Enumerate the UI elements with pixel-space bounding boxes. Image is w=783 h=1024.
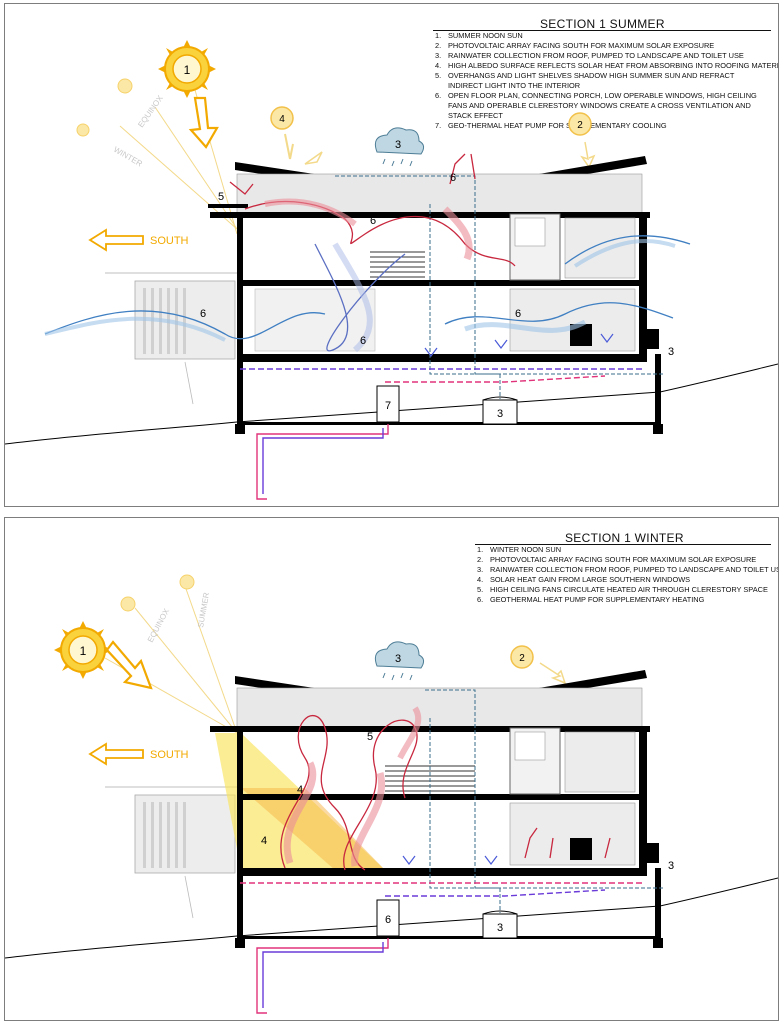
- marker-gain: 4: [261, 835, 267, 847]
- legend-item: 1.WINTER NOON SUN: [477, 545, 562, 554]
- marker-cistern: 3: [497, 408, 503, 420]
- marker-rain: 3: [395, 139, 401, 151]
- legend-item: 2.PHOTOVOLTAIC ARRAY FACING SOUTH FOR MA…: [477, 555, 757, 564]
- winter-label: WINTER: [112, 145, 144, 169]
- summer-label: SUMMER: [196, 592, 211, 629]
- geothermal-unit: [376, 899, 400, 937]
- sun-icon: [158, 40, 216, 98]
- winter-section-drawing: 1 EQUINOX SUMMER SOUTH 2 3: [5, 574, 778, 1014]
- legend-item: 7.GEO-THERMAL HEAT PUMP FOR SUPPLEMENTAR…: [435, 121, 667, 130]
- marker-overhang: 5: [218, 191, 224, 203]
- cistern: [482, 396, 518, 425]
- ground-line: [5, 877, 778, 959]
- ground-loop: [240, 882, 645, 1014]
- legend-item: 1.SUMMER NOON SUN: [435, 31, 523, 40]
- warm-air-flows: [229, 153, 516, 267]
- marker-tank: 3: [668, 860, 674, 872]
- summer-title-rule: [433, 30, 771, 31]
- legend-item: 6.GEOTHERMAL HEAT PUMP FOR SUPPLEMENTARY…: [477, 595, 705, 604]
- summer-legend: 1.SUMMER NOON SUN 2.PHOTOVOLTAIC ARRAY F…: [435, 31, 779, 131]
- legend-item: 3.RAINWATER COLLECTION FROM ROOF, PUMPED…: [435, 51, 744, 60]
- marker-rain: 3: [395, 653, 401, 665]
- reflect-arrow: [304, 151, 323, 165]
- legend-item: 6.OPEN FLOOR PLAN, CONNECTING PORCH, LOW…: [435, 91, 757, 120]
- warm-air-flows: [280, 706, 611, 871]
- marker-vent: 6: [450, 172, 456, 184]
- cistern: [482, 910, 518, 939]
- marker-cistern: 3: [497, 922, 503, 934]
- equinox-label: EQUINOX: [136, 93, 165, 129]
- winter-legend: 1.WINTER NOON SUN 2.PHOTOVOLTAIC ARRAY F…: [477, 545, 779, 605]
- pv-ray: [580, 141, 596, 169]
- rainwater-duct: [425, 689, 665, 913]
- building-structure: [208, 156, 663, 434]
- ground-loop: [240, 368, 645, 500]
- pv-sun-icon: [510, 645, 534, 669]
- cloud-rain-icon: [374, 127, 425, 167]
- solar-heat-gain-core: [241, 788, 385, 870]
- marker-albedo: 4: [279, 114, 285, 125]
- legend-item: 2.PHOTOVOLTAIC ARRAY FACING SOUTH FOR MA…: [435, 41, 715, 50]
- sun-ray-arrow: [188, 96, 219, 149]
- porch: [105, 272, 237, 405]
- section-summer-panel: SECTION 1 SUMMER 1.SUMMER NOON SUN 2.PHO…: [4, 3, 779, 507]
- cloud-rain-icon: [374, 641, 425, 681]
- marker-pv: 2: [577, 120, 583, 131]
- legend-item: 4.HIGH ALBEDO SURFACE REFLECTS SOLAR HEA…: [435, 61, 779, 70]
- ground-line: [5, 363, 778, 445]
- south-label: SOUTH: [150, 235, 189, 247]
- marker-vent: 6: [515, 308, 521, 320]
- ceiling-fans: [424, 333, 614, 357]
- sun-icon: [54, 621, 112, 679]
- marker-pv: 2: [519, 653, 525, 664]
- marker-geo: 6: [385, 914, 391, 926]
- section-winter-panel: SECTION 1 WINTER 1.WINTER NOON SUN 2.PHO…: [4, 517, 779, 1021]
- arrow-south-icon: [88, 742, 144, 766]
- marker-fan: 5: [367, 731, 373, 743]
- pv-sun-icon: [568, 112, 592, 136]
- cool-air-flows: [44, 235, 691, 353]
- marker-vent: 6: [200, 308, 206, 320]
- marker-gain: 4: [297, 784, 303, 796]
- legend-item: 4.SOLAR HEAT GAIN FROM LARGE SOUTHERN WI…: [477, 575, 691, 584]
- sun-icon: [76, 78, 133, 137]
- ceiling-fans: [402, 855, 498, 865]
- sun-ray-arrow: [105, 640, 153, 690]
- legend-item: 3.RAINWATER COLLECTION FROM ROOF, PUMPED…: [477, 565, 779, 574]
- pv-ray: [539, 662, 567, 685]
- winter-title: SECTION 1 WINTER: [565, 531, 684, 545]
- marker-tank: 3: [668, 346, 674, 358]
- porch: [105, 786, 237, 919]
- summer-title: SECTION 1 SUMMER: [540, 17, 665, 31]
- porch-louvers: [143, 802, 186, 868]
- legend-item: 5.HIGH CEILING FANS CIRCULATE HEATED AIR…: [477, 585, 768, 594]
- sun-icon: [120, 574, 195, 612]
- sun-icon: [270, 106, 294, 130]
- rainwater-duct: [335, 175, 665, 399]
- marker-sun: 1: [80, 644, 87, 658]
- reflect-ray: [284, 133, 294, 160]
- winter-title-rule: [475, 544, 771, 545]
- arrow-south-icon: [88, 228, 144, 252]
- south-label: SOUTH: [150, 749, 189, 761]
- building-structure: [210, 670, 663, 948]
- marker-vent: 6: [360, 335, 366, 347]
- geothermal-unit: [376, 385, 400, 423]
- legend-item: 5.OVERHANGS AND LIGHT SHELVES SHADOW HIG…: [435, 71, 735, 90]
- marker-vent: 6: [370, 215, 376, 227]
- marker-geo: 7: [385, 400, 391, 412]
- marker-sun: 1: [184, 63, 191, 77]
- summer-section-drawing: 1 4 2 EQUINOX WINTER SOUTH 3: [5, 40, 778, 500]
